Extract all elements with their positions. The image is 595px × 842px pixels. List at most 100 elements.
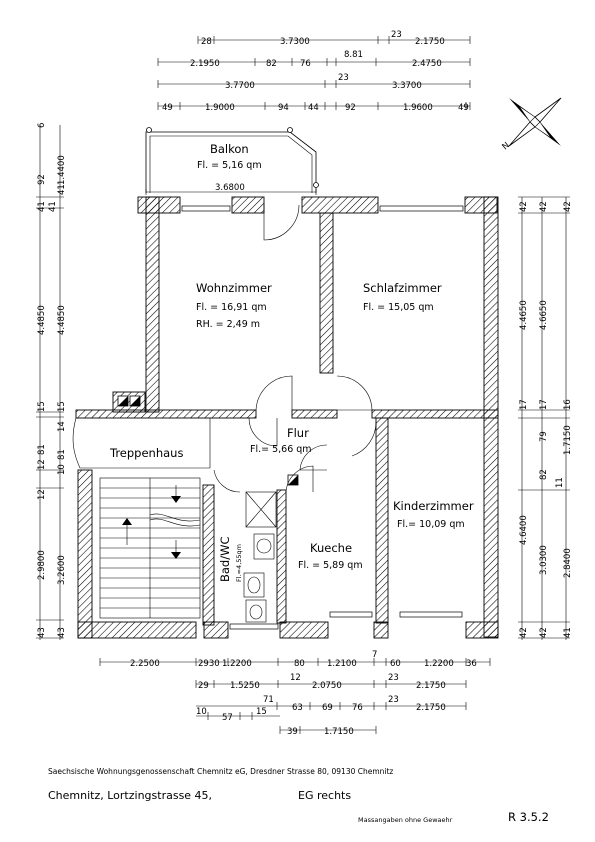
dim-bottom-r2-a: 29: [198, 681, 209, 691]
disclaimer: Massangaben ohne Gewaehr: [358, 816, 453, 824]
dim-left-h: 43: [37, 627, 47, 638]
bad-label: Bad/WC: [218, 536, 232, 582]
dim-right-b: 42: [539, 201, 549, 212]
dim-left-s: 41: [37, 201, 47, 212]
dim-bottom-r4-b: 57: [222, 713, 233, 723]
dim-right-d: 4.4650: [519, 300, 529, 330]
wohnzimmer-height: RH. = 2,49 m: [196, 319, 260, 330]
dim-top-r1-b: 3.7300: [280, 37, 310, 47]
dim-bottom-r4-a: 10: [196, 707, 207, 717]
bad-area: Fl.=4,55qm: [235, 544, 243, 582]
dim-left-g: 2.9800: [37, 550, 47, 580]
dim-right-e: 4.6650: [539, 300, 549, 330]
dim-bottom-r5-a: 39: [287, 727, 298, 737]
dim-right-q: 42: [539, 627, 549, 638]
dim-bottom-r1-a: 2.2500: [130, 659, 160, 669]
dim-bottom-r3-e: 23: [388, 695, 399, 705]
room-labels: Wohnzimmer Fl. = 16,91 qm RH. = 2,49 m S…: [109, 281, 474, 582]
company-line: Saechsische Wohnungsgenossenschaft Chemn…: [48, 767, 393, 776]
dim-right-l: 11: [555, 477, 565, 488]
dim-top-r2-b: 82: [266, 59, 277, 69]
dim-right-g: 17: [539, 399, 549, 410]
dim-left-o: 10: [57, 464, 67, 475]
footer: Saechsische Wohnungsgenossenschaft Chemn…: [48, 767, 549, 824]
dim-left-d: 15: [37, 401, 47, 412]
dim-left-t: 41: [48, 201, 58, 212]
dim-right-o: 2.8400: [563, 548, 573, 578]
dim-top-r4-c: 94: [278, 103, 289, 113]
dim-top-r3-c: 3.3700: [392, 81, 422, 91]
dim-left-f: 81: [37, 444, 47, 455]
dim-bottom-r3-a: 71: [263, 695, 274, 705]
dim-top-r1-c: 23: [391, 30, 402, 40]
dim-left-r: 43: [57, 627, 67, 638]
dim-left-e: 12: [37, 459, 47, 470]
dim-bottom-r2-b: 1.5250: [230, 681, 260, 691]
dim-top-r1-a: 28: [201, 37, 212, 47]
bathroom-fixtures: [243, 491, 277, 623]
dim-top-r4-a: 49: [162, 103, 173, 113]
dim-top-r4-f: 1.9600: [403, 103, 433, 113]
dimensions-left: 6 1.4400 4.4850 15 12 81 2.9800 43 41 92…: [36, 123, 67, 640]
doors: [213, 204, 377, 493]
dim-right-p: 42: [519, 627, 529, 638]
dimensions-top: 28 3.7300 23 2.1750 2.1950 82 76 8.81 2.…: [157, 30, 471, 113]
dim-top-r2-e: 2.4750: [412, 59, 442, 69]
dim-top-r2-c: 76: [300, 59, 311, 69]
dim-right-i: 79: [539, 431, 549, 442]
kueche-area: Fl. = 5,89 qm: [298, 560, 363, 571]
kinderzimmer-area: Fl.= 10,09 qm: [397, 519, 465, 530]
dim-bottom-r2-d: 2.0750: [312, 681, 342, 691]
compass-north-label: N: [501, 141, 512, 153]
dim-bottom-r3-f: 2.1750: [416, 703, 446, 713]
dim-bottom-r1-e: 1.2100: [327, 659, 357, 669]
treppenhaus-label: Treppenhaus: [109, 446, 183, 460]
dim-top-r4-g: 49: [458, 103, 469, 113]
flur-label: Flur: [287, 426, 309, 440]
dim-left-b: 1.4400: [57, 155, 67, 185]
dim-top-r3-a: 3.7700: [225, 81, 255, 91]
dim-right-h: 16: [563, 399, 573, 410]
dim-left-l: 15: [57, 401, 67, 412]
balcony-area: Fl. = 5,16 qm: [197, 160, 262, 171]
dim-bottom-r1-d: 80: [294, 659, 305, 669]
dim-left-p: 12: [37, 489, 47, 500]
dim-left-k: 4.4850: [57, 305, 67, 335]
dim-bottom-r2-e: 23: [388, 673, 399, 683]
dim-right-a: 42: [519, 201, 529, 212]
dim-right-r: 41: [563, 627, 573, 638]
dim-bottom-r2-f: 2.1750: [416, 681, 446, 691]
dim-right-j: 1.7150: [563, 425, 573, 455]
dim-bottom-r3-b: 63: [292, 703, 303, 713]
address-line: Chemnitz, Lortzingstrasse 45,: [48, 789, 212, 802]
dim-left-a: 6: [37, 123, 47, 128]
reference-number: R 3.5.2: [508, 810, 549, 824]
dim-bottom-r4-c: 15: [256, 707, 267, 717]
dim-left-c: 4.4850: [37, 305, 47, 335]
staircase: [72, 417, 211, 619]
dim-left-i: 41: [57, 184, 67, 195]
walls: [75, 196, 499, 639]
dim-top-r1-d: 2.1750: [415, 37, 445, 47]
dim-bottom-r1-f: 7: [372, 650, 377, 660]
dim-right-c: 42: [563, 201, 573, 212]
dim-top-r2-a: 2.1950: [190, 59, 220, 69]
dim-right-m: 4.6400: [519, 515, 529, 545]
dim-top-r4-e: 92: [345, 103, 356, 113]
balcony-width: 3.6800: [215, 183, 245, 193]
windows: [181, 205, 464, 630]
dimensions-right: 42 42 42 4.4650 4.6650 17 17 16 79 1.715…: [518, 196, 573, 640]
flur-area: Fl.= 5,66 qm: [250, 444, 312, 455]
dim-right-n: 3.0300: [539, 545, 549, 575]
dim-left-n: 81: [57, 449, 67, 460]
dim-bottom-r5-b: 1.7150: [324, 727, 354, 737]
dim-left-j: 92: [37, 174, 47, 185]
schlafzimmer-area: Fl. = 15,05 qm: [363, 302, 434, 313]
kueche-label: Kueche: [310, 541, 352, 555]
kinderzimmer-label: Kinderzimmer: [393, 499, 474, 513]
dim-bottom-r3-c: 69: [322, 703, 333, 713]
floor-label: EG rechts: [298, 789, 351, 802]
dim-top-r2-d: 8.81: [344, 50, 363, 60]
shaft-markers: [117, 395, 299, 486]
